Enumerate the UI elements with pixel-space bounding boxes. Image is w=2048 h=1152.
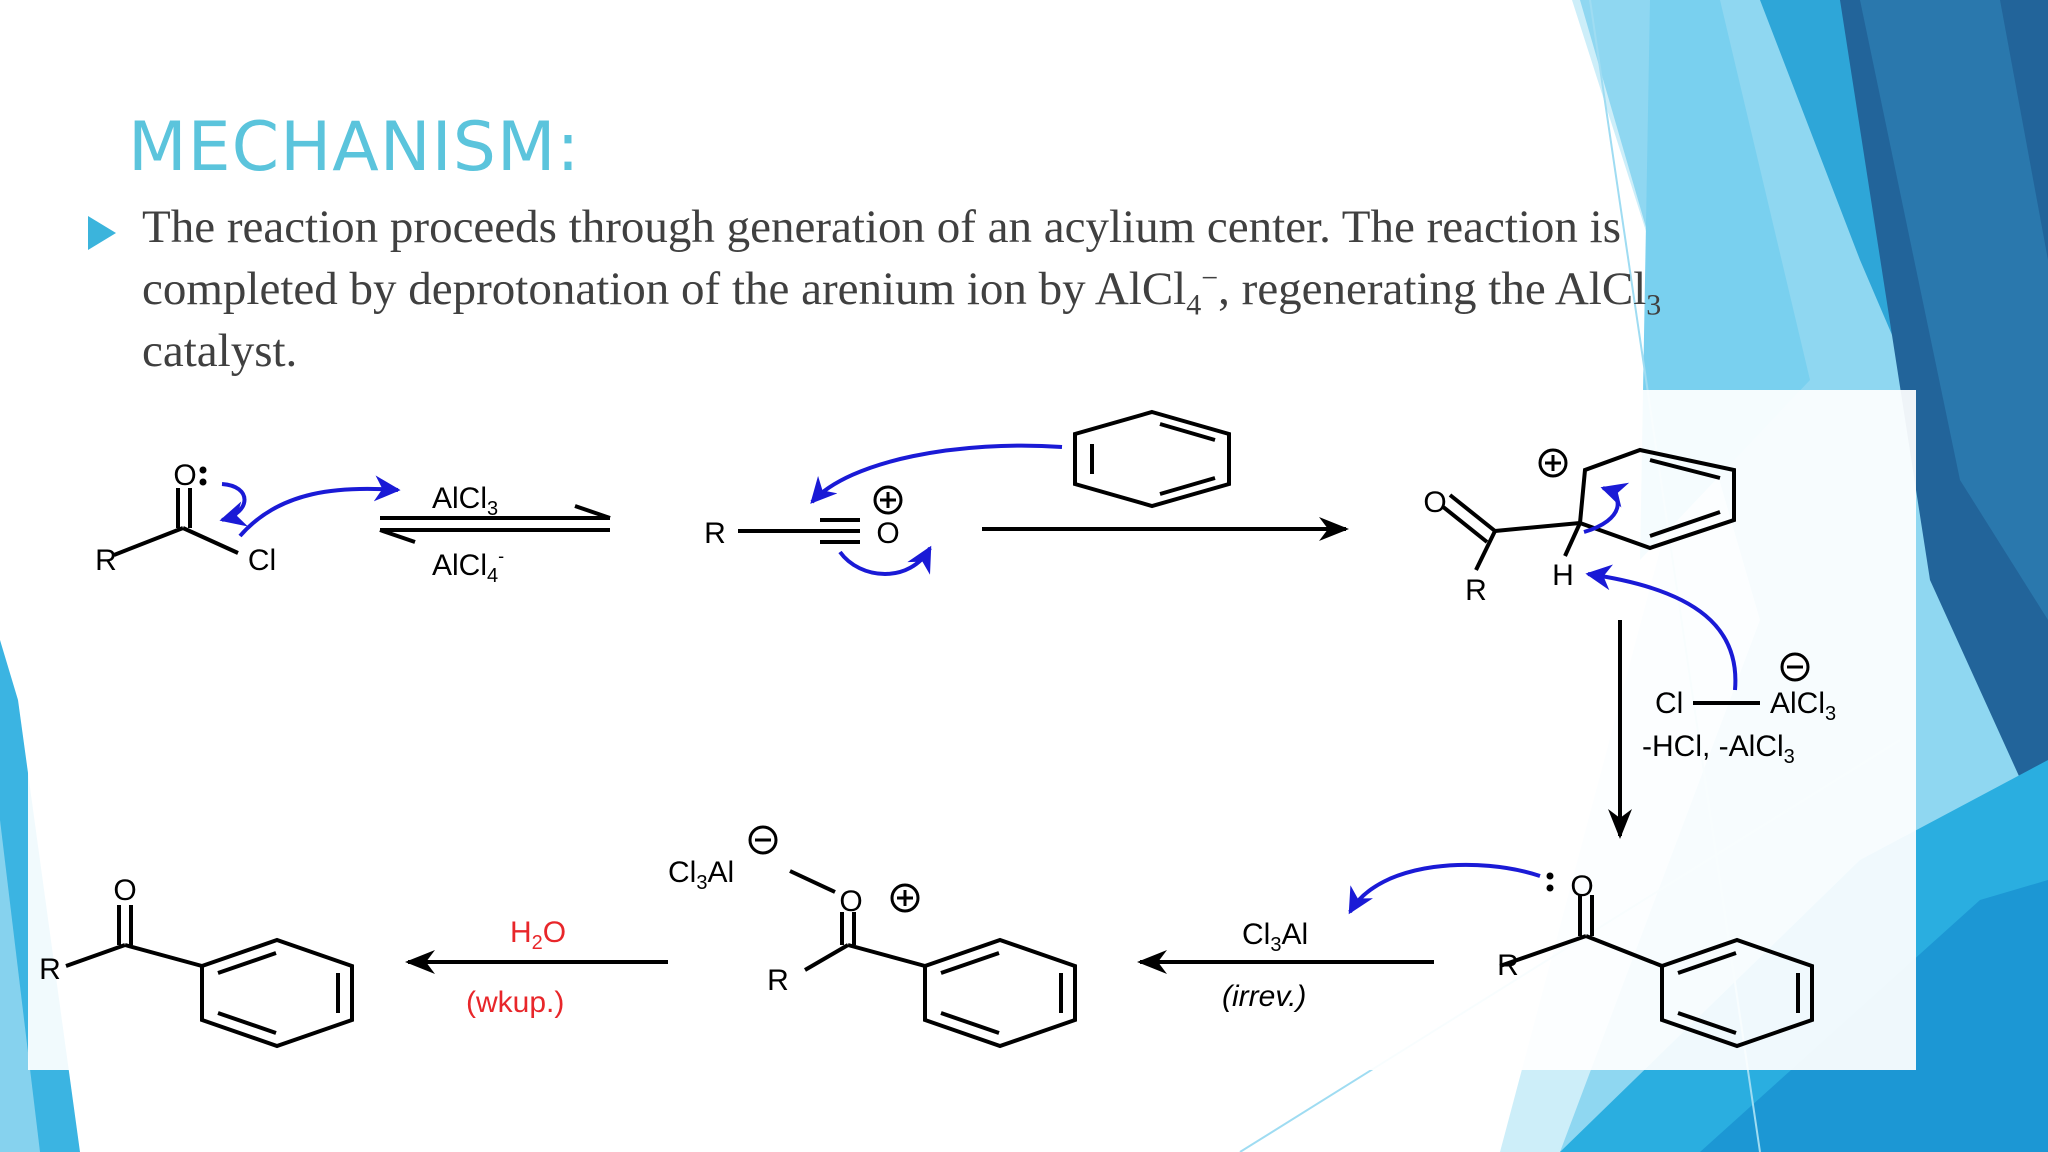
curved-arrow-rearomatize [1583,482,1630,534]
workup-reagent: H2O [510,916,566,954]
lewis-acid-complex [789,869,1077,1049]
workup-label: (wkup.) [466,986,564,1019]
body-text-3: catalyst. [142,325,298,377]
byproducts-label: -HCl, -AlCl3 [1642,730,1795,768]
atom-r: R [1465,574,1487,607]
atom-cl: Cl [1655,687,1683,720]
atom-r: R [39,953,61,986]
complex-al: Cl3Al [668,856,734,894]
atom-o: O [173,459,196,492]
benzene-reagent [1073,409,1231,509]
curved-arrow-acylium [838,545,932,576]
curved-arrow-benzene-attack [810,443,1063,504]
body-subscript-1: 4 [1186,288,1202,322]
equilibrium-arrows [379,504,611,544]
atom-o: O [1423,486,1446,519]
reagent-cl3al: Cl3Al [1242,918,1308,956]
body-subscript-2: 3 [1646,288,1662,322]
body-superscript-1: − [1201,261,1219,295]
reagent-alcl3: AlCl3 [1770,687,1836,725]
atom-o: O [876,517,899,550]
atom-r: R [95,544,117,577]
reagent-alcl4: AlCl4- [432,546,504,587]
curved-arrow-o-to-c [219,482,248,527]
body-paragraph: The reaction proceeds through generation… [142,196,1782,382]
curved-arrow-deprotonation [1585,564,1738,691]
arenium-ion [1440,447,1736,571]
atom-r: R [704,517,726,550]
body-text-2: , regenerating the AlCl [1218,263,1647,315]
atom-o: O [113,874,136,907]
ketone-bottom-right [1499,895,1814,1049]
atom-r: R [767,964,789,997]
atom-h: H [1552,559,1574,592]
reagent-alcl3: AlCl3 [432,482,498,520]
acylium-ion [738,518,860,544]
atom-o: O [1570,870,1593,903]
body-text-1: The reaction proceeds through generation… [142,201,1622,315]
product-ketone [65,905,354,1049]
atom-o: O [839,885,862,918]
atom-r: R [1497,949,1519,982]
irreversible-label: (irrev.) [1222,980,1306,1013]
curved-arrow-complexation [1348,862,1541,915]
curved-arrow-cl-to-al [238,475,401,538]
atom-cl: Cl [248,544,276,577]
bullet-triangle-icon [88,216,116,250]
bg-shape-dark-2 [1860,0,2048,620]
slide-title: MECHANISM: [128,108,581,187]
acyl-chloride [113,488,239,557]
